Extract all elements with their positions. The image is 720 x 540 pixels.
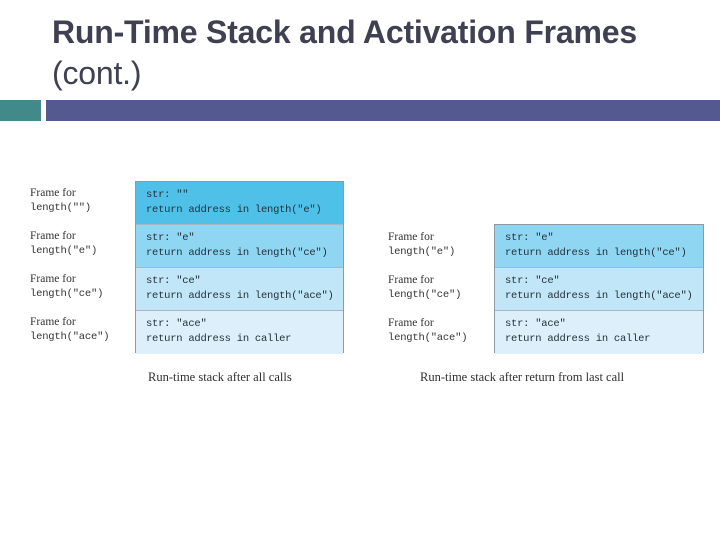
- frame-var-str: str: "ce": [505, 275, 560, 287]
- frame-label-call: length("e"): [388, 246, 456, 259]
- stack-frame-row: str: "ace" return address in caller: [136, 311, 343, 354]
- figure-caption-right: Run-time stack after return from last ca…: [420, 370, 625, 384]
- frame-label: Frame for length("ce"): [388, 273, 461, 302]
- frame-label-title: Frame for: [30, 316, 76, 328]
- frame-label-title: Frame for: [388, 317, 434, 329]
- frame-return-address: return address in length("ace"): [146, 290, 334, 303]
- frame-var-str: str: "": [146, 189, 189, 201]
- stack-diagram-right: str: "e"return address in length("ce")st…: [494, 224, 704, 354]
- stack-frame-row: str: "e" return address in length("ce"): [136, 225, 343, 268]
- frame-label-call: length("ace"): [30, 331, 110, 344]
- frame-var-str: str: "ace": [505, 318, 566, 330]
- stack-frame-row: str: "e" return address in length("ce"): [495, 225, 703, 268]
- frame-label-call: length("ace"): [388, 332, 468, 345]
- frame-label: Frame for length("e"): [30, 229, 97, 258]
- frame-var-str: str: "ce": [146, 275, 201, 287]
- frame-return-address: return address in length("ace"): [505, 290, 693, 303]
- frame-var-str: str: "e": [146, 232, 195, 244]
- frame-label: Frame for length("ace"): [388, 316, 468, 345]
- frame-return-address: return address in caller: [505, 333, 651, 346]
- frame-label-title: Frame for: [30, 230, 76, 242]
- frame-label-title: Frame for: [388, 231, 434, 243]
- frame-var-str: str: "ace": [146, 318, 207, 330]
- frame-label: Frame for length("ace"): [30, 315, 110, 344]
- page-title: Run-Time Stack and Activation Frames (co…: [52, 12, 682, 94]
- stack-diagram-left: str: ""return address in length("e")str:…: [135, 181, 344, 354]
- frame-label-title: Frame for: [388, 274, 434, 286]
- frame-var-str: str: "e": [505, 232, 554, 244]
- frame-return-address: return address in length("e"): [146, 204, 322, 217]
- frame-label: Frame for length(""): [30, 186, 91, 215]
- page-title-bold: Run-Time Stack and Activation Frames: [52, 14, 646, 50]
- page-title-light: (cont.): [52, 54, 142, 91]
- frame-return-address: return address in length("ce"): [505, 247, 687, 260]
- frame-return-address: return address in length("ce"): [146, 247, 328, 260]
- accent-block-teal: [0, 100, 41, 121]
- stack-frame-row: str: "ace" return address in caller: [495, 311, 703, 354]
- frame-label-column-right: Frame for length("e") Frame for length("ce"…: [388, 230, 488, 359]
- frame-label-call: length("ce"): [388, 289, 462, 302]
- frame-label-title: Frame for: [30, 273, 76, 285]
- stack-frame-row: str: "" return address in length("e"): [136, 182, 343, 225]
- frame-label-call: length("ce"): [30, 288, 104, 301]
- stack-frame-row: str: "ce" return address in length("ace"): [136, 268, 343, 311]
- frame-label-call: length("e"): [30, 245, 98, 258]
- accent-bar-purple: [46, 100, 720, 121]
- frame-label: Frame for length("ce"): [30, 272, 103, 301]
- frame-return-address: return address in caller: [146, 333, 292, 346]
- frame-label-call: length(""): [30, 202, 92, 215]
- stack-frame-row: str: "ce" return address in length("ace"): [495, 268, 703, 311]
- frame-label: Frame for length("e"): [388, 230, 455, 259]
- figure-caption-left: Run-time stack after all calls: [148, 370, 292, 384]
- frame-label-title: Frame for: [30, 187, 76, 199]
